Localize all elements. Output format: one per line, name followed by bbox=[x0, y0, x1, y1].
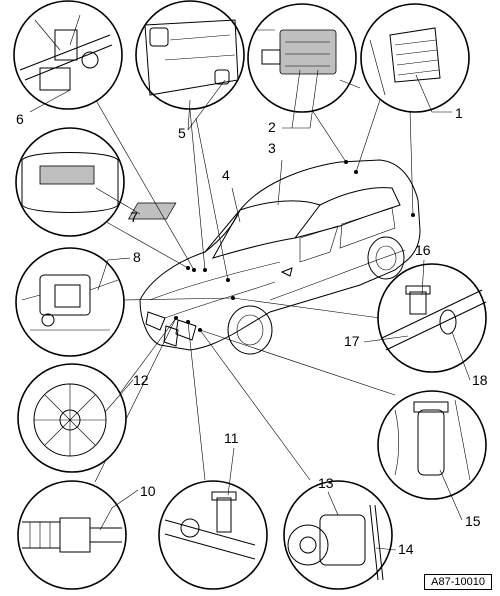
callout-1: 1 bbox=[455, 105, 463, 121]
detail-pipe-connector bbox=[17, 480, 127, 590]
pressure-switch-icon bbox=[164, 491, 256, 560]
sensor-icon bbox=[21, 152, 119, 213]
callout-8: 8 bbox=[133, 249, 141, 265]
callout-12: 12 bbox=[133, 372, 149, 388]
detail-sensor-panel bbox=[15, 127, 125, 237]
callout-13: 13 bbox=[318, 475, 334, 491]
service-valve-icon bbox=[381, 285, 487, 351]
callout-pointers bbox=[29, 69, 471, 551]
callout-10: 10 bbox=[140, 483, 156, 499]
callout-numbers: 1 2 3 4 5 6 7 8 10 11 12 13 14 15 16 17 … bbox=[16, 105, 488, 557]
sunroof bbox=[127, 202, 177, 220]
leader-lines bbox=[84, 89, 414, 483]
callout-2: 2 bbox=[268, 119, 276, 135]
heater-unit-icon bbox=[21, 274, 119, 331]
callout-3: 3 bbox=[268, 140, 276, 156]
callout-18: 18 bbox=[472, 372, 488, 388]
detail-radiator-fan bbox=[17, 363, 127, 473]
detail-firewall-mounts bbox=[135, 0, 245, 110]
callout-17: 17 bbox=[344, 333, 360, 349]
car-illustration bbox=[127, 159, 421, 355]
detail-pressure-switch bbox=[158, 480, 268, 590]
fan-icon bbox=[33, 383, 107, 457]
callout-6: 6 bbox=[16, 111, 24, 127]
vent-grille-icon bbox=[369, 27, 441, 96]
callout-11: 11 bbox=[224, 430, 239, 446]
detail-heater-unit bbox=[15, 247, 125, 357]
detail-control-unit bbox=[247, 3, 361, 113]
detail-compressor bbox=[283, 480, 393, 590]
figure-reference-code: A87-10010 bbox=[424, 574, 492, 590]
detail-service-valve bbox=[377, 263, 487, 373]
compressor-icon bbox=[287, 504, 384, 581]
connector-icon bbox=[22, 517, 122, 553]
detail-valve-block bbox=[13, 0, 123, 110]
control-unit-icon bbox=[255, 29, 361, 89]
detail-rear-vent bbox=[360, 3, 470, 113]
valve-block-icon bbox=[19, 14, 113, 91]
callout-14: 14 bbox=[398, 541, 414, 557]
callout-16: 16 bbox=[415, 242, 431, 258]
callout-15: 15 bbox=[465, 513, 481, 529]
callout-5: 5 bbox=[178, 125, 186, 141]
callout-4: 4 bbox=[222, 167, 230, 183]
detail-receiver-drier bbox=[377, 390, 487, 500]
receiver-drier-icon bbox=[394, 399, 471, 481]
callout-7: 7 bbox=[130, 209, 138, 225]
